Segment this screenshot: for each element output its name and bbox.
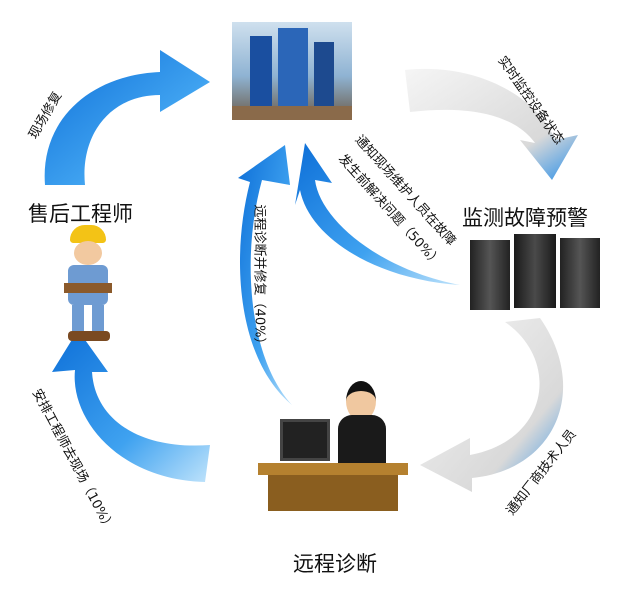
arrow-dispatch-engineer — [52, 330, 210, 482]
node-engineer: 售后工程师 — [28, 202, 133, 226]
arrow-remote-fix — [238, 145, 292, 405]
label-remote-fix: 远程诊断并修复（40%） — [251, 204, 267, 351]
arrow-notify-onsite — [295, 143, 460, 285]
arrow-notify-vendor — [420, 318, 564, 492]
servers-image — [470, 232, 600, 310]
remote-operator-image — [258, 375, 408, 515]
node-remote: 远程诊断 — [293, 552, 377, 576]
arrow-onsite-repair — [44, 50, 210, 185]
engineer-figure — [58, 225, 118, 345]
node-monitor: 监测故障预警 — [462, 206, 588, 230]
arrow-realtime-monitor — [405, 68, 578, 180]
factory-image — [232, 22, 352, 120]
